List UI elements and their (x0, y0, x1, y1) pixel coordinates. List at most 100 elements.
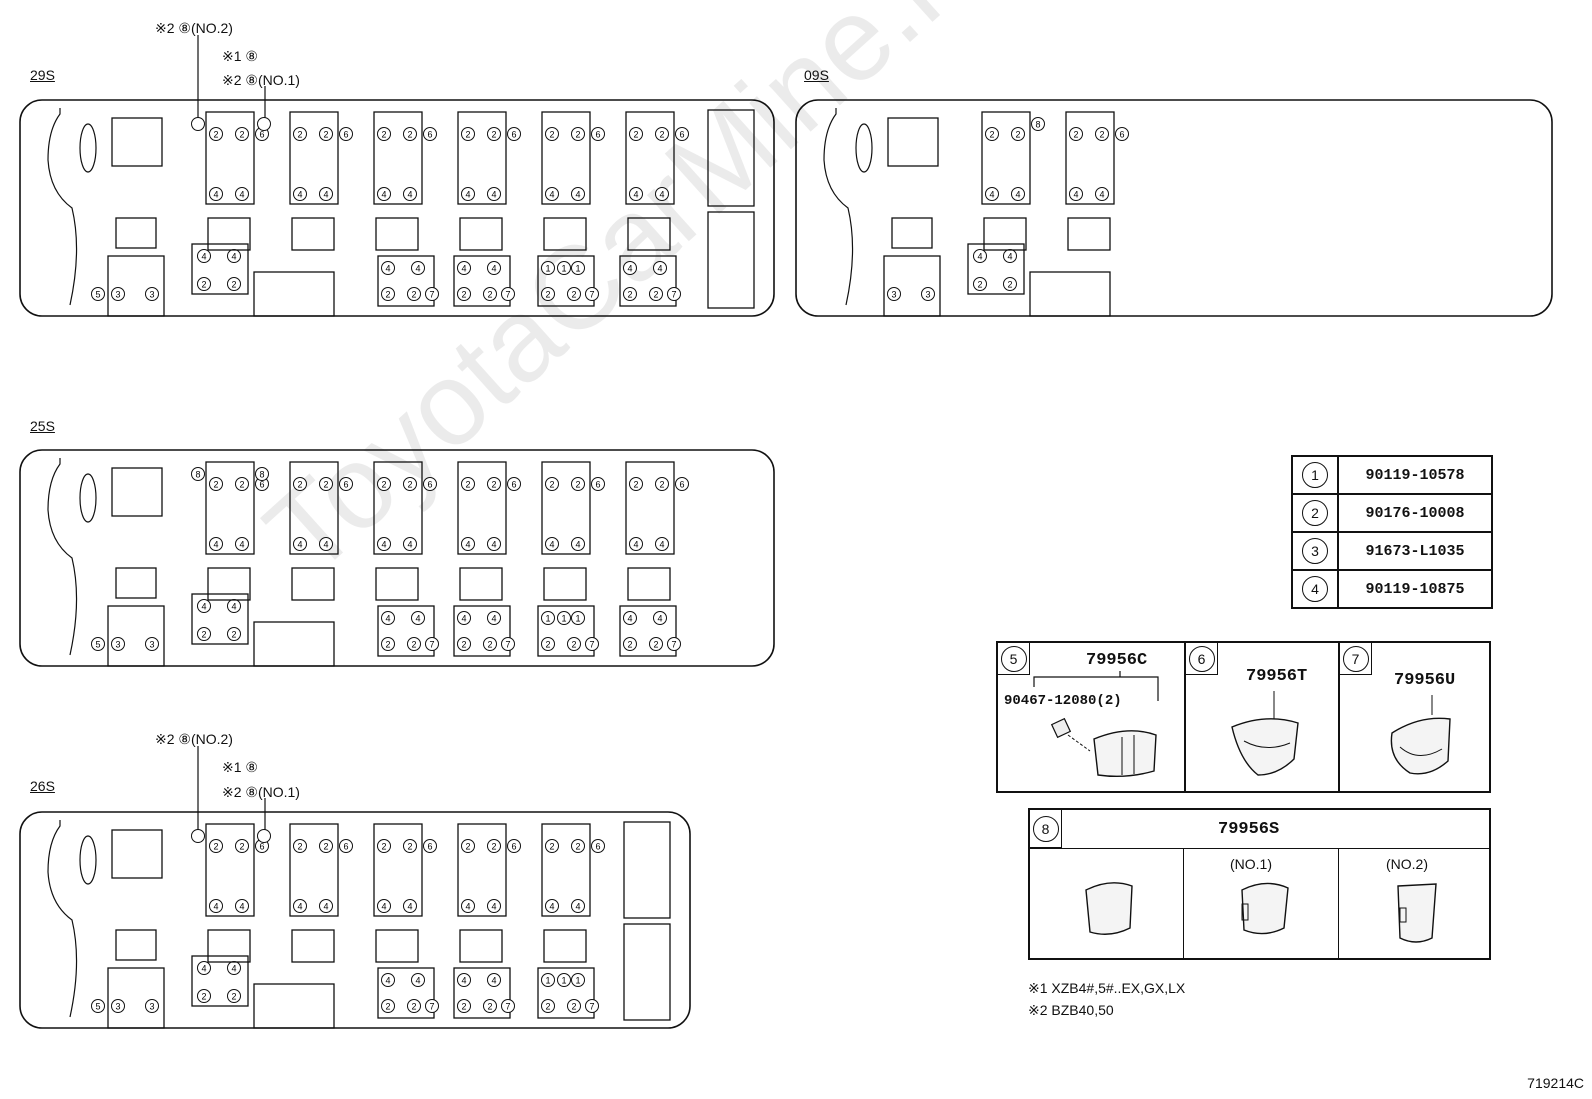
fastener-marker (675, 477, 689, 491)
door-step (1029, 271, 1111, 317)
fastener-marker (293, 839, 307, 853)
fastener-marker (1069, 187, 1083, 201)
steering-wheel (855, 123, 873, 173)
seat-block (373, 111, 423, 205)
fastener-marker (293, 127, 307, 141)
fastener-marker (649, 287, 663, 301)
fastener-number: 4 (239, 902, 244, 912)
fastener-marker (111, 637, 125, 651)
fastener-marker (545, 899, 559, 913)
fastener-number: 1 (561, 264, 566, 274)
seat-block (537, 255, 595, 307)
fastener-number: 4 (201, 252, 206, 262)
fastener-number: 4 (657, 264, 662, 274)
fastener-number: 8 (1035, 120, 1040, 130)
fastener-number: 4 (201, 602, 206, 612)
seat-cushion (291, 929, 335, 963)
fastener-number: 2 (989, 130, 994, 140)
seat-block (457, 461, 507, 555)
fastener-marker (487, 261, 501, 275)
fastener-marker (571, 477, 585, 491)
seat-block (619, 605, 677, 657)
fastener-number: 6 (259, 842, 264, 852)
driver-area-outline (823, 108, 854, 306)
fastener-marker (145, 287, 159, 301)
fastener-marker (653, 261, 667, 275)
step-box (115, 567, 157, 599)
fastener-number: 2 (323, 480, 328, 490)
fastener-marker (339, 477, 353, 491)
seat-block (205, 461, 255, 555)
fastener-number: 2 (323, 130, 328, 140)
fastener-number: 2 (385, 290, 390, 300)
fastener-number: 2 (323, 842, 328, 852)
fastener-number: 2 (465, 842, 470, 852)
fastener-number: 4 (415, 264, 420, 274)
fastener-marker (557, 611, 571, 625)
fastener-marker (507, 839, 521, 853)
seat-block (625, 111, 675, 205)
fastener-marker (381, 973, 395, 987)
fastener-number: 2 (297, 842, 302, 852)
fastener-number: 2 (549, 480, 554, 490)
seat-block (981, 111, 1031, 205)
seat-cushion (543, 929, 587, 963)
fastener-number: 2 (491, 480, 496, 490)
fastener-marker (1031, 117, 1045, 131)
part-box-num: 6 (1186, 643, 1218, 675)
seat-cushion (375, 929, 419, 963)
seat-cushion (375, 567, 419, 601)
fastener-number: 6 (511, 480, 516, 490)
fastener-number: 2 (633, 130, 638, 140)
seat-block (537, 605, 595, 657)
fastener-marker (339, 839, 353, 853)
seat-block (453, 967, 511, 1019)
fastener-marker (487, 127, 501, 141)
fastener-number: 2 (381, 480, 386, 490)
fastener-marker (571, 261, 585, 275)
fastener-marker (235, 537, 249, 551)
fastener-marker (557, 973, 571, 987)
fastener-number: 4 (1073, 190, 1078, 200)
callout-29s-no2: ※2 ⑧(NO.2) (155, 20, 233, 36)
clip-cover-icon (1033, 671, 1159, 778)
part-code: 79956S (1218, 820, 1280, 839)
fastener-marker (501, 637, 515, 651)
fastener-marker (425, 287, 439, 301)
fastener-number: 2 (1007, 280, 1012, 290)
layout-label-26s: 26S (30, 778, 55, 794)
part-num: 2 (1302, 500, 1328, 526)
fastener-marker (293, 477, 307, 491)
fastener-marker (545, 537, 559, 551)
fastener-marker (111, 999, 125, 1013)
fastener-marker (541, 973, 555, 987)
fastener-marker (381, 611, 395, 625)
fastener-number: 5 (95, 1002, 100, 1012)
fastener-number: 7 (505, 290, 510, 300)
fastener-marker (319, 839, 333, 853)
fastener-marker (111, 287, 125, 301)
door-step (253, 621, 335, 667)
seat-block (453, 605, 511, 657)
fastener-number: 4 (465, 902, 470, 912)
fastener-number: 2 (571, 290, 576, 300)
fastener-number: 3 (149, 1002, 154, 1012)
fastener-number: 2 (575, 480, 580, 490)
fastener-marker (197, 277, 211, 291)
fastener-marker (91, 637, 105, 651)
seat-cushion (291, 567, 335, 601)
fastener-number: 4 (491, 976, 496, 986)
part-box-5: 5 79956C 90467-12080(2) (996, 641, 1186, 793)
fastener-number: 2 (549, 130, 554, 140)
fastener-marker (629, 477, 643, 491)
fastener-number: 2 (1073, 130, 1078, 140)
bus-body-outline (19, 449, 775, 667)
fastener-number: 4 (627, 614, 632, 624)
fastener-marker (483, 999, 497, 1013)
fastener-marker (381, 287, 395, 301)
fastener-number: 4 (297, 540, 302, 550)
fastener-number: 7 (429, 1002, 434, 1012)
fastener-marker (585, 637, 599, 651)
fastener-marker (235, 127, 249, 141)
parts-row: 4 90119-10875 (1291, 569, 1493, 609)
